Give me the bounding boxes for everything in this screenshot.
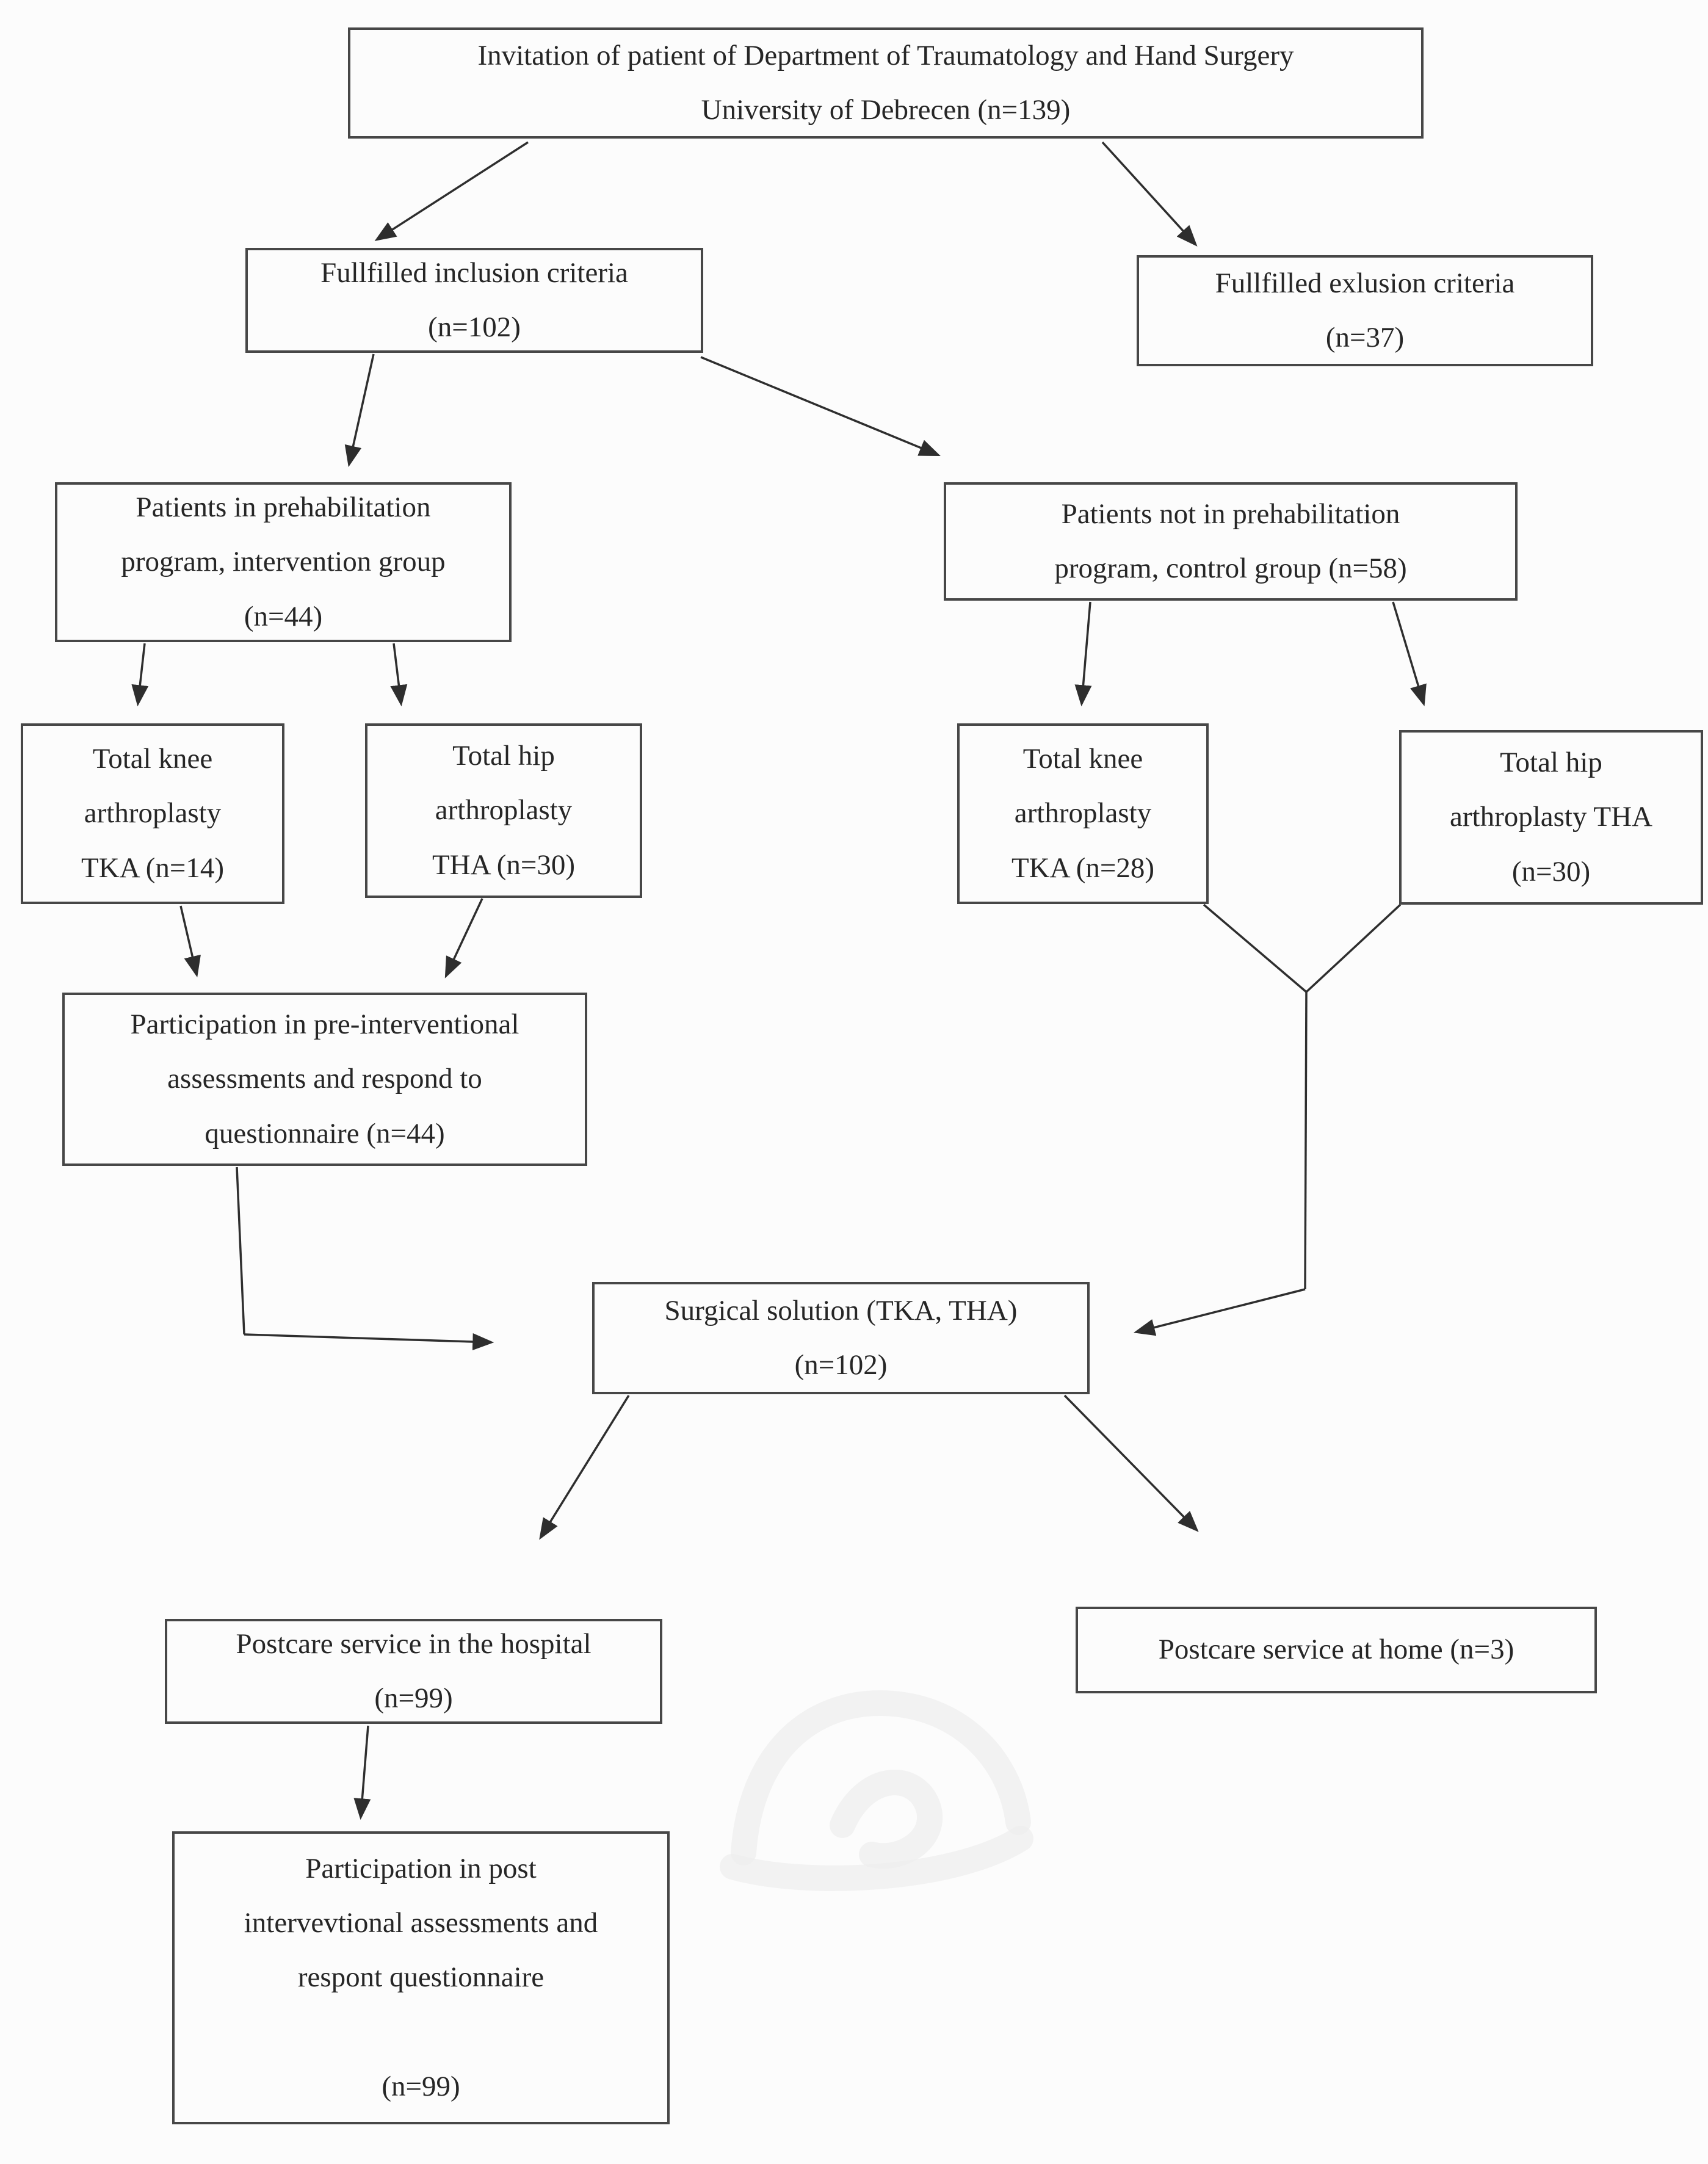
node-tha-control-label: Total hip arthroplasty THA (n=30) (1450, 747, 1652, 888)
node-control-group-label: Patients not in prehabilitation program,… (1054, 498, 1407, 584)
scan-watermark-shape (720, 1690, 1033, 1891)
node-invitation-label: Invitation of patient of Department of T… (477, 39, 1294, 126)
node-inclusion-criteria: Fullfilled inclusion criteria (n=102) (245, 248, 703, 353)
edge-tka-pre-assessment-arrow (179, 905, 201, 978)
node-tha-intervention: Total hip arthroplasty THA (n=30) (365, 723, 642, 898)
edge-surgical-hospital-arrow (539, 1395, 630, 1540)
node-post-assessment: Participation in post intervevtional ass… (172, 1831, 670, 2124)
node-inclusion-criteria-label: Fullfilled inclusion criteria (n=102) (320, 256, 628, 343)
node-tka-intervention-label: Total knee arthroplasty TKA (n=14) (81, 743, 225, 884)
edge-invitation-exclusion-arrow (1101, 141, 1198, 247)
node-tha-control: Total hip arthroplasty THA (n=30) (1399, 730, 1703, 905)
edge-control-tka-arrow (1074, 601, 1092, 707)
node-tka-control-label: Total knee arthroplasty TKA (n=28) (1011, 743, 1155, 884)
edge-inclusion-control-arrow (700, 356, 941, 457)
node-tka-control: Total knee arthroplasty TKA (n=28) (957, 723, 1209, 904)
edge-invitation-inclusion-arrow (374, 141, 529, 241)
node-pre-assessment: Participation in pre-interventional asse… (62, 993, 587, 1166)
node-exclusion-criteria-label: Fullfilled exlusion criteria (n=37) (1215, 267, 1515, 353)
edge-inclusion-intervention-arrow (344, 353, 375, 468)
edge-merge-right-line (1305, 903, 1402, 993)
edge-tha-pre-assessment-arrow (444, 898, 483, 979)
edge-intervention-tka-arrow (131, 643, 149, 707)
node-surgical-solution: Surgical solution (TKA, THA) (n=102) (592, 1282, 1090, 1394)
node-postcare-home-label: Postcare service at home (n=3) (1158, 1634, 1514, 1666)
edge-merge-vertical-line (1304, 991, 1308, 1290)
node-tha-intervention-label: Total hip arthroplasty THA (n=30) (432, 740, 576, 881)
node-post-assessment-label: Participation in post intervevtional ass… (244, 1852, 598, 2102)
node-postcare-hospital-label: Postcare service in the hospital (n=99) (236, 1627, 592, 1714)
node-tka-intervention: Total knee arthroplasty TKA (n=14) (21, 723, 284, 904)
node-postcare-home: Postcare service at home (n=3) (1076, 1607, 1597, 1693)
node-control-group: Patients not in prehabilitation program,… (944, 482, 1518, 601)
node-postcare-hospital: Postcare service in the hospital (n=99) (165, 1619, 662, 1724)
edge-control-tha-arrow (1392, 601, 1427, 707)
edge-intervention-tha-arrow (390, 643, 408, 707)
node-invitation: Invitation of patient of Department of T… (348, 27, 1424, 139)
edge-hospital-post-assessment-arrow (353, 1725, 371, 1820)
edge-merge-surgical-arrow (1133, 1288, 1306, 1336)
node-intervention-group-label: Patients in prehabilitation program, int… (121, 491, 446, 632)
edge-pre-assessment-surgical-arrow (244, 1333, 494, 1351)
node-pre-assessment-label: Participation in pre-interventional asse… (130, 1008, 519, 1149)
node-intervention-group: Patients in prehabilitation program, int… (55, 482, 512, 642)
node-surgical-solution-label: Surgical solution (TKA, THA) (n=102) (664, 1294, 1018, 1381)
edge-merge-left-line (1203, 903, 1308, 993)
edge-pre-assessment-elbow-line (236, 1167, 245, 1335)
node-exclusion-criteria: Fullfilled exlusion criteria (n=37) (1137, 255, 1593, 366)
edge-surgical-home-arrow (1063, 1394, 1199, 1532)
